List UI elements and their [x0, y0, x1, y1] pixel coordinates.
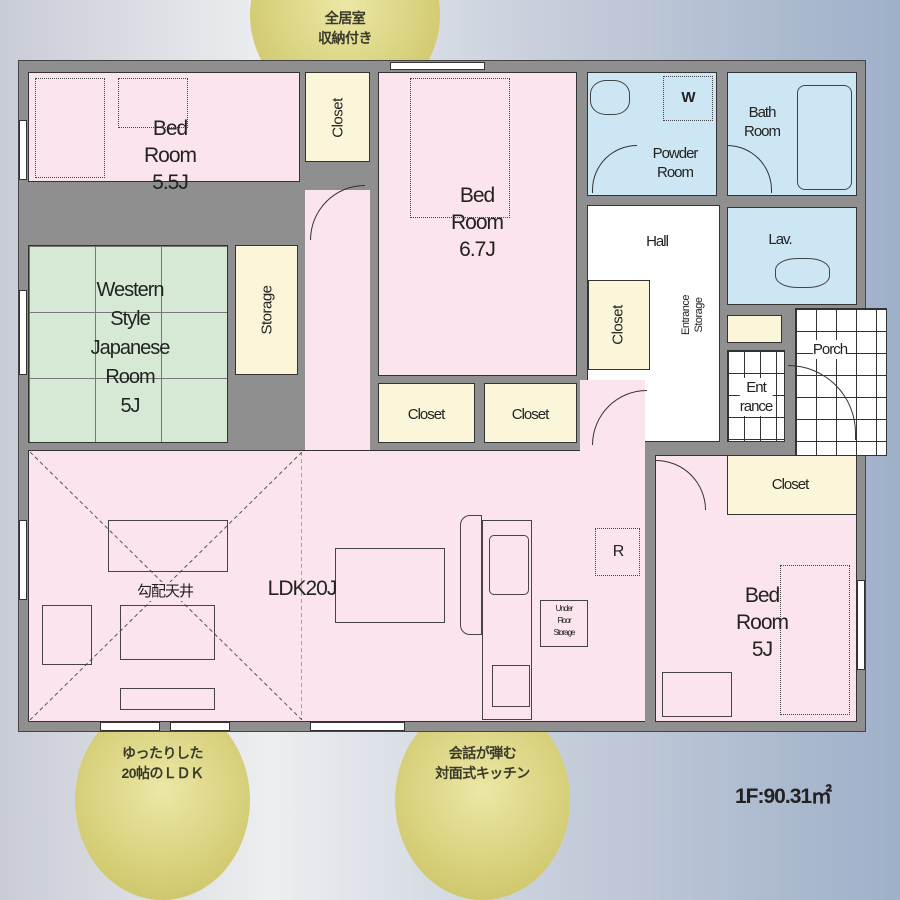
- label-entrance: Ent rance: [739, 378, 773, 416]
- under-floor-label: Under Floor Storage: [553, 604, 575, 637]
- label-bedroom-5.5j: Bed Room 5.5J: [143, 117, 197, 194]
- closet-bed67-a: [378, 383, 475, 443]
- window: [19, 120, 27, 180]
- storage: [235, 245, 298, 375]
- closet-bed55: [305, 72, 370, 162]
- desk-icon: [662, 672, 732, 717]
- label-porch: Porch: [812, 340, 848, 359]
- armchair-icon: [42, 605, 92, 665]
- label-closet: Closet: [329, 98, 347, 138]
- western-japanese-room: [28, 245, 228, 443]
- callout-top: 全居室 収納付き: [318, 10, 373, 46]
- floor-area: 1F:90.31㎡: [735, 785, 832, 808]
- kitchen-unit: [482, 520, 532, 720]
- label-entrance-storage: Entrance Storage: [680, 294, 705, 336]
- label-lavatory: Lav.: [768, 231, 792, 248]
- stove-icon: [492, 665, 530, 707]
- ldk: [28, 450, 645, 722]
- callout-bottom-left: ゆったりした 20帖のＬＤＫ: [121, 745, 204, 781]
- bed-icon: [410, 78, 510, 218]
- label-closet: Closet: [511, 406, 550, 423]
- dining-table-icon: [335, 548, 445, 623]
- closet-bed5: [727, 455, 857, 515]
- entrance-storage: [727, 315, 782, 343]
- toilet-icon: [775, 258, 830, 288]
- label-hall: Hall: [646, 233, 669, 250]
- label-bath-room: Bath Room: [743, 104, 781, 140]
- window: [310, 722, 405, 731]
- bedroom-6.7j: [378, 72, 577, 376]
- window: [857, 580, 865, 670]
- callout-bottom-middle: 会話が弾む 対面式キッチン: [435, 745, 530, 781]
- sink-icon: [489, 535, 529, 595]
- closet-hall: [588, 280, 650, 370]
- label-closet: Closet: [771, 476, 810, 493]
- desk-icon: [118, 78, 188, 128]
- bathtub-icon: [797, 85, 852, 190]
- window: [390, 62, 485, 70]
- label-western-japanese-room: Western Style Japanese Room 5J: [90, 279, 171, 417]
- bedroom-5.5j: [28, 72, 300, 182]
- label-bedroom-5j: Bed Room 5J: [735, 584, 789, 661]
- kitchen-counter: [460, 515, 482, 635]
- window: [19, 520, 27, 600]
- bed-icon: [35, 78, 105, 178]
- label-storage: Storage: [258, 285, 276, 335]
- label-closet: Closet: [609, 305, 627, 345]
- tv-stand-icon: [120, 688, 215, 710]
- window: [170, 722, 230, 731]
- fridge-space: [595, 528, 640, 576]
- fridge-label: R: [612, 543, 625, 560]
- under-floor-storage: [540, 600, 588, 647]
- toilet-icon: [590, 80, 630, 115]
- label-powder-room: Powder Room: [652, 145, 699, 181]
- table-icon: [120, 605, 215, 660]
- label-ldk: LDK20J: [267, 577, 338, 600]
- window: [19, 290, 27, 375]
- label-closet: Closet: [407, 406, 446, 423]
- label-bedroom-6.7j: Bed Room 6.7J: [450, 184, 504, 261]
- sofa-icon: [108, 520, 228, 572]
- closet-bed67-b: [484, 383, 577, 443]
- lavatory: [727, 207, 857, 305]
- window: [100, 722, 160, 731]
- washer-label: W: [681, 89, 695, 106]
- label-sloped-ceiling: 勾配天井: [136, 582, 194, 601]
- bed-icon: [780, 565, 850, 715]
- washer-space: [663, 76, 713, 121]
